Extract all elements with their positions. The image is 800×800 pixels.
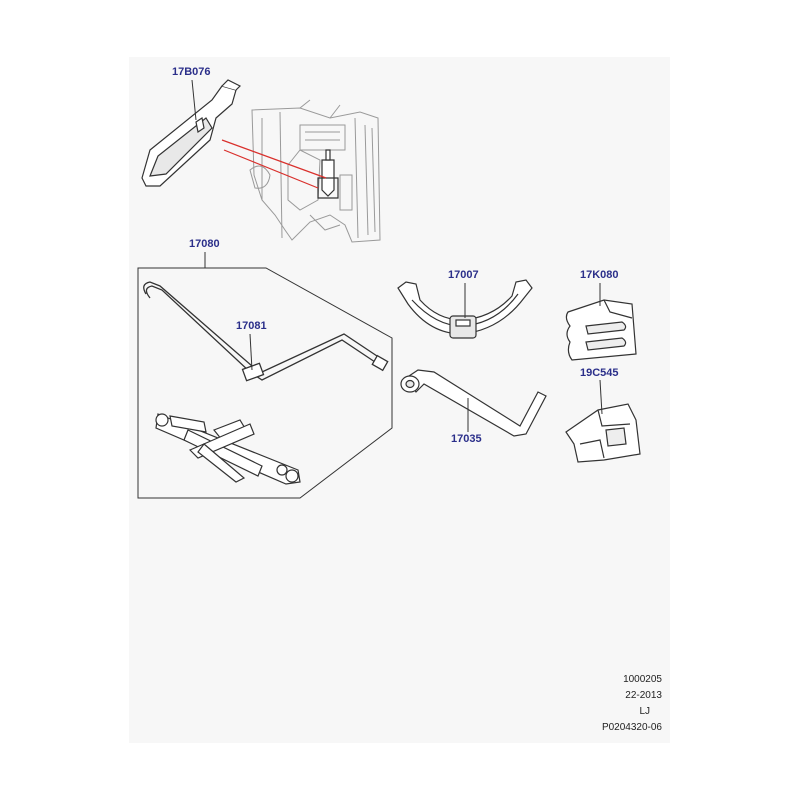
retaining-hook-part: [317, 149, 339, 199]
callout-19C545: 19C545: [580, 367, 619, 379]
foam-block-part-17K080: [565, 299, 637, 361]
holder-tray-part-17B076: [141, 79, 242, 187]
callout-17035: 17035: [451, 433, 482, 445]
tray-insert-part-19C545: [565, 403, 641, 463]
reference-number: 1000205: [623, 674, 662, 685]
scissor-jack: [155, 413, 301, 485]
callout-17B076: 17B076: [172, 66, 211, 78]
illustration-id: P0204320-06: [601, 722, 662, 733]
jack-handle-part-17081: [143, 281, 389, 382]
leader-17081: [249, 333, 253, 371]
vehicle-body-outline: [249, 99, 381, 243]
callout-17007: 17007: [448, 269, 479, 281]
callout-17080: 17080: [189, 238, 220, 250]
callout-17081: 17081: [236, 320, 267, 332]
illustration-sheet: [129, 57, 670, 743]
group-bracket-17080: [137, 252, 393, 499]
wheel-brace-part-17035: [400, 369, 547, 437]
strap-holder-part-17007: [397, 279, 533, 339]
leader-17B076: [191, 79, 197, 121]
date-code: 22-2013: [625, 690, 662, 701]
red-leader-lines: [221, 139, 327, 189]
author-initials: LJ: [639, 706, 650, 717]
leader-19C545: [599, 379, 603, 415]
callout-17K080: 17K080: [580, 269, 619, 281]
